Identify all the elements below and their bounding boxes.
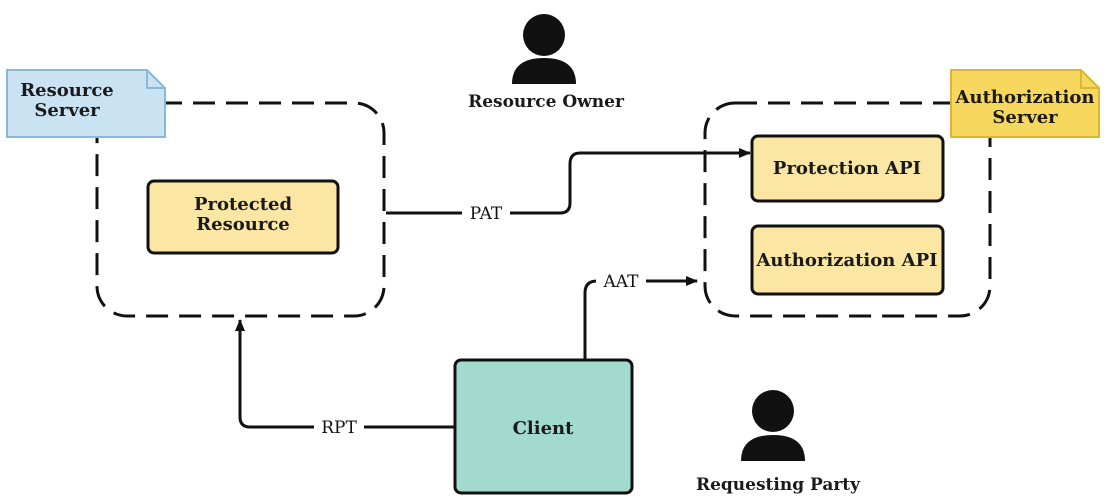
authorization-server-tag bbox=[950, 69, 1100, 138]
rpt-edge bbox=[235, 319, 455, 429]
aat-label: AAT bbox=[603, 272, 640, 292]
client-label: Client bbox=[513, 418, 575, 439]
aat-edge bbox=[583, 276, 698, 360]
authorization-server-tag-line1: Authorization bbox=[955, 87, 1095, 108]
authorization-api-label: Authorization API bbox=[755, 250, 937, 271]
protected-resource-box bbox=[146, 179, 340, 255]
rpt-label: RPT bbox=[321, 418, 357, 438]
authorization-server-boundary bbox=[703, 101, 992, 318]
resource-owner-label: Resource Owner bbox=[468, 92, 625, 112]
pat-edge bbox=[386, 148, 751, 215]
resource-server-tag-line1: Resource bbox=[20, 80, 114, 101]
requesting-party-icon bbox=[741, 390, 805, 461]
pat-label: PAT bbox=[470, 204, 503, 224]
protection-api-box bbox=[750, 134, 945, 203]
protected-resource-line2: Resource bbox=[196, 214, 290, 235]
resource-owner-icon bbox=[512, 14, 576, 84]
protection-api-label: Protection API bbox=[773, 158, 921, 179]
requesting-party-label: Requesting Party bbox=[696, 475, 861, 495]
resource-server-boundary bbox=[95, 101, 386, 318]
authorization-api-box bbox=[750, 224, 945, 296]
resource-server-tag bbox=[6, 69, 166, 138]
authorization-server-tag-line2: Server bbox=[992, 107, 1058, 128]
resource-server-tag-line2: Server bbox=[34, 100, 100, 121]
protected-resource-line1: Protected bbox=[194, 194, 293, 215]
